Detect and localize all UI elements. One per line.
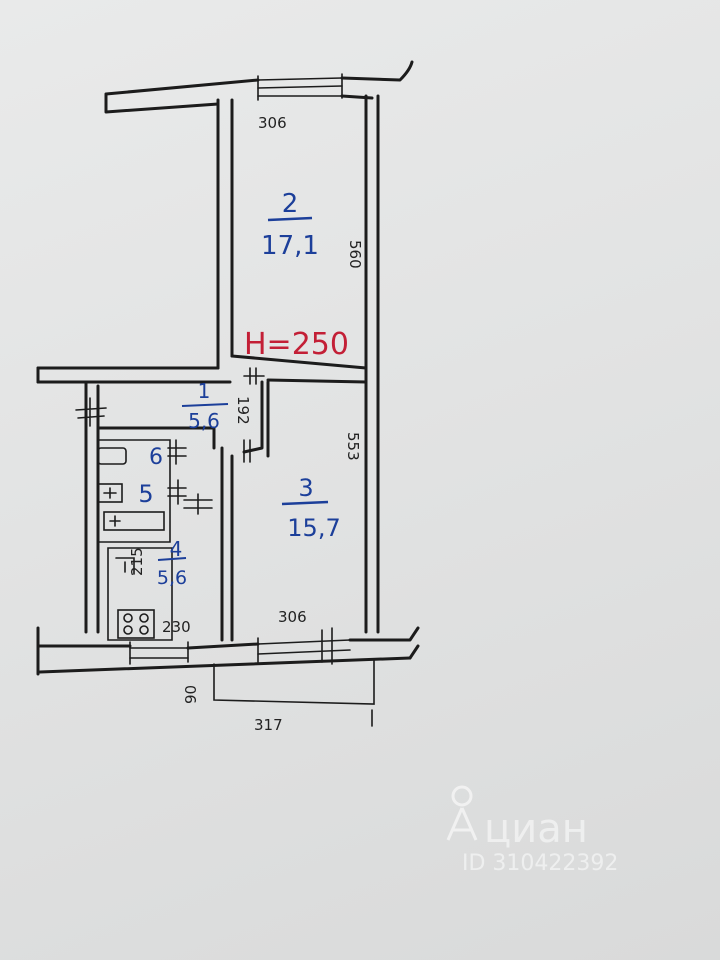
windows <box>129 73 351 665</box>
room4-area: 5,6 <box>157 567 187 589</box>
window-room2 <box>257 77 343 97</box>
bathtub-icon <box>103 511 165 531</box>
dim-balcony-depth: 90 <box>182 685 200 704</box>
window-room3 <box>257 639 351 655</box>
kitchen-sink-icon <box>115 557 135 575</box>
fraction-bars <box>157 216 329 561</box>
dim-room3-width: 306 <box>278 608 307 626</box>
stove-icon <box>117 609 155 639</box>
room1-number: 1 <box>198 379 211 403</box>
watermark: циан ID 310422392 <box>446 785 618 876</box>
room5-number: 5 <box>138 480 153 508</box>
window-kitchen <box>129 647 189 659</box>
room1-area: 5,6 <box>188 409 220 433</box>
dim-room2-width: 306 <box>258 114 287 132</box>
sink-icon <box>97 447 127 465</box>
room4-number: 4 <box>170 537 183 561</box>
cian-logo-icon <box>446 785 478 841</box>
ceiling-height-label: H=250 <box>244 327 349 362</box>
watermark-id: ID 310422392 <box>462 851 618 876</box>
room2-area: 17,1 <box>261 231 319 261</box>
walls <box>36 60 420 727</box>
fixtures <box>97 447 165 639</box>
washbasin-icon <box>97 483 123 503</box>
room2-number: 2 <box>282 189 299 219</box>
room3-number: 3 <box>298 474 313 502</box>
dim-room2-length: 560 <box>346 240 364 269</box>
dim-kitchen-depth: 215 <box>128 547 146 576</box>
dim-room3-length: 553 <box>344 432 362 461</box>
dim-balcony-length: 317 <box>254 716 283 734</box>
room3-area: 15,7 <box>287 514 340 542</box>
dim-kitchen-width: 230 <box>162 618 191 636</box>
room6-number: 6 <box>149 445 163 470</box>
watermark-brand: циан <box>484 806 588 852</box>
dim-room1-width: 192 <box>234 396 252 425</box>
door-marks <box>75 367 265 515</box>
